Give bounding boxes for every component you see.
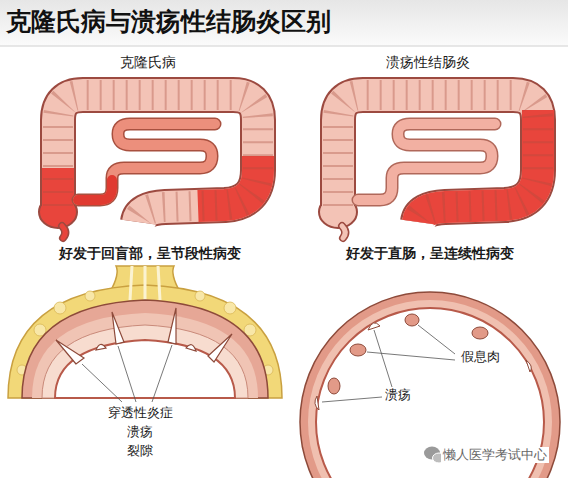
appendix xyxy=(342,226,345,238)
crohn-section xyxy=(8,266,282,402)
haustra xyxy=(58,95,258,222)
leader-lines xyxy=(322,325,455,402)
title-band xyxy=(0,0,568,46)
part-label: 裂隙 xyxy=(127,443,153,459)
title-rule xyxy=(0,46,568,47)
part-label: 穿透性炎症 xyxy=(108,405,173,421)
appendix xyxy=(62,226,65,238)
figure-label: 溃疡性结肠炎 xyxy=(386,54,470,71)
uc-section xyxy=(300,292,560,478)
vessels xyxy=(130,266,160,300)
terminal-ileum xyxy=(78,180,112,200)
small-intestine xyxy=(358,124,495,200)
submucosa xyxy=(42,325,248,398)
fissures xyxy=(56,308,232,364)
colon-wall xyxy=(58,95,258,222)
appendix xyxy=(62,226,65,238)
muscle-layer xyxy=(22,300,268,398)
ulcers xyxy=(315,323,531,410)
crohn-colon xyxy=(39,95,258,238)
lumen xyxy=(55,340,235,398)
bowel-wall xyxy=(300,292,560,478)
colon-wall xyxy=(338,95,538,222)
watermark: 懒人医学考试中心 xyxy=(441,447,549,463)
figure-label: 克隆氏病 xyxy=(120,54,176,71)
lesion-segment xyxy=(42,168,74,207)
leader-lines xyxy=(82,345,172,402)
small-intestine xyxy=(78,124,215,200)
colon-outline xyxy=(58,95,258,222)
small-intestine xyxy=(358,124,495,200)
figure-caption: 好发于直肠，呈连续性病变 xyxy=(346,245,514,262)
uc-colon xyxy=(319,95,538,238)
muscle-inner xyxy=(32,313,258,398)
part-label: 溃疡 xyxy=(385,387,411,403)
part-label: 溃疡 xyxy=(127,424,153,440)
haustra xyxy=(338,95,538,222)
small-intestine xyxy=(78,124,215,200)
fat xyxy=(8,285,282,398)
diagram-title: 克隆氏病与溃疡性结肠炎区别 xyxy=(6,7,331,37)
submucosa xyxy=(308,300,552,478)
figure-caption: 好发于回盲部，呈节段性病变 xyxy=(59,245,241,262)
appendix xyxy=(342,226,345,238)
colon-outline xyxy=(338,95,538,222)
part-label: 假息肉 xyxy=(461,349,500,365)
